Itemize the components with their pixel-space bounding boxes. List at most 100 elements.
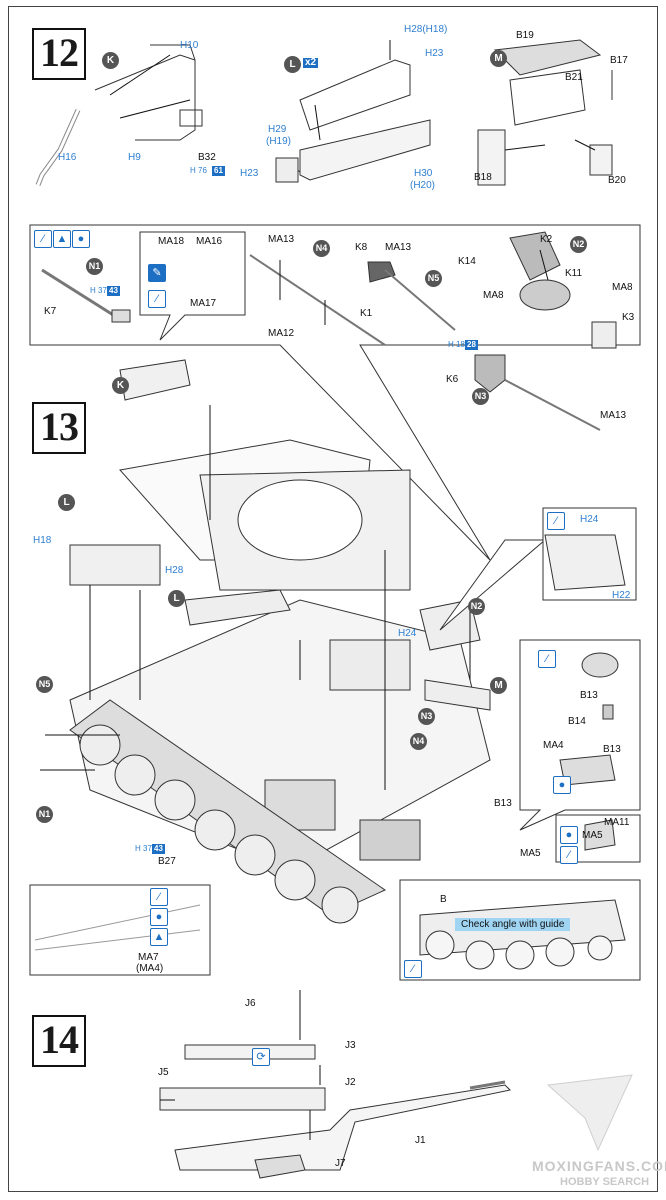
- step-number-13: 13: [32, 402, 86, 454]
- marker-n3-13: N3: [418, 708, 435, 725]
- label-h24-13: H24: [398, 628, 417, 639]
- marker-l: L: [284, 56, 301, 73]
- label-h24-inset: H24: [580, 514, 599, 525]
- marker-l-13b: L: [168, 590, 185, 607]
- marker-n1-13: N1: [36, 806, 53, 823]
- label-ma18: MA18: [158, 236, 185, 247]
- label-ma4-paren: (MA4): [136, 963, 164, 974]
- fold-icon: ▲: [53, 230, 71, 248]
- ref-h37-badge: 43: [107, 286, 120, 296]
- label-k2: K2: [540, 234, 553, 245]
- marker-n2-13: N2: [468, 598, 485, 615]
- label-b32: B32: [198, 152, 216, 163]
- label-h28-13: H28: [165, 565, 184, 576]
- label-ma7: MA7: [138, 952, 159, 963]
- label-h30: H30: [414, 168, 433, 179]
- label-k1: K1: [360, 308, 373, 319]
- marker-n2: N2: [570, 236, 587, 253]
- ref-h18: H 18: [448, 340, 465, 349]
- label-j2: J2: [345, 1077, 356, 1088]
- label-k11: K11: [565, 268, 583, 279]
- label-k8: K8: [355, 242, 368, 253]
- label-b27: B27: [158, 856, 176, 867]
- marker-n4-13: N4: [410, 733, 427, 750]
- glue-icon-b13: ⁄: [538, 650, 556, 668]
- watermark-site: MOXINGFANS.COM: [532, 1158, 666, 1174]
- glue-icon-h24: ⁄: [547, 512, 565, 530]
- label-j5: J5: [158, 1067, 169, 1078]
- glue-icon-ma7: ⁄: [150, 888, 168, 906]
- water-icon-ma: ●: [560, 826, 578, 844]
- label-b20: B20: [608, 175, 626, 186]
- ref-h37-13: H 37: [135, 844, 152, 853]
- label-k14: K14: [458, 256, 476, 267]
- label-b19: B19: [516, 30, 534, 41]
- label-ma13-n5: MA13: [385, 242, 412, 253]
- step-number-12: 12: [32, 28, 86, 80]
- label-h22-inset: H22: [612, 590, 631, 601]
- label-ma5-13: MA5: [520, 848, 541, 859]
- label-ma8-left: MA8: [483, 290, 504, 301]
- label-k3: K3: [622, 312, 635, 323]
- label-h18-13: H18: [33, 535, 52, 546]
- guide-banner: Check angle with guide: [455, 918, 571, 931]
- label-b13-inset-top: B13: [580, 690, 598, 701]
- water-icon: ●: [72, 230, 90, 248]
- label-h9: H9: [128, 152, 141, 163]
- label-h23-bottom: H23: [240, 168, 259, 179]
- water-icon-b13: ●: [553, 776, 571, 794]
- label-j3: J3: [345, 1040, 356, 1051]
- marker-n5: N5: [425, 270, 442, 287]
- water-icon-ma7: ●: [150, 908, 168, 926]
- label-j7: J7: [335, 1158, 346, 1169]
- ref-h37-13-badge: 43: [152, 844, 165, 854]
- label-b14: B14: [568, 716, 586, 727]
- marker-n5-13: N5: [36, 676, 53, 693]
- marker-n4: N4: [313, 240, 330, 257]
- marker-m-13: M: [490, 677, 507, 694]
- label-ma11: MA11: [604, 817, 630, 828]
- glue-icon-ma: ⁄: [560, 846, 578, 864]
- label-ma8-right: MA8: [612, 282, 633, 293]
- marker-l-13a: L: [58, 494, 75, 511]
- instruction-page-frame: [8, 6, 658, 1192]
- glue-icon-sub: ⁄: [148, 290, 166, 308]
- label-k7: K7: [44, 306, 57, 317]
- glue-icon-side: ⁄: [404, 960, 422, 978]
- label-b17: B17: [610, 55, 628, 66]
- marker-m: M: [490, 50, 507, 67]
- step-number-14: 14: [32, 1015, 86, 1067]
- glue-icon: ⁄: [34, 230, 52, 248]
- rotate-icon: ⟳: [252, 1048, 270, 1066]
- label-ma12: MA12: [268, 328, 295, 339]
- ref-h18-badge: 28: [465, 340, 478, 350]
- label-ma17: MA17: [190, 298, 217, 309]
- marker-n1: N1: [86, 258, 103, 275]
- label-ma16: MA16: [196, 236, 223, 247]
- label-h16: H16: [58, 152, 77, 163]
- label-h10: H10: [180, 40, 199, 51]
- label-j6: J6: [245, 998, 256, 1009]
- label-b13-inset-bottom: B13: [603, 744, 621, 755]
- label-b21: B21: [565, 72, 583, 83]
- label-b18: B18: [474, 172, 492, 183]
- label-ma13-n3: MA13: [600, 410, 627, 421]
- ref-h76: H 76: [190, 166, 207, 175]
- marker-k: K: [102, 52, 119, 69]
- ref-h37: H 37: [90, 286, 107, 295]
- label-h28-h18: H28(H18): [404, 24, 448, 35]
- watermark-shop: HOBBY SEARCH: [560, 1176, 650, 1188]
- label-ma5-inset: MA5: [582, 830, 603, 841]
- label-b13-13: B13: [494, 798, 512, 809]
- label-h20: (H20): [410, 180, 436, 191]
- ref-h76-badge: 61: [212, 166, 225, 176]
- label-b-side: B: [440, 894, 447, 905]
- label-h19: (H19): [266, 136, 292, 147]
- cut-icon: ✎: [148, 264, 166, 282]
- label-k6: K6: [446, 374, 459, 385]
- label-h23-top: H23: [425, 48, 444, 59]
- multiplier-badge: x2: [303, 57, 319, 68]
- fold-icon-ma7: ▲: [150, 928, 168, 946]
- label-h29: H29: [268, 124, 287, 135]
